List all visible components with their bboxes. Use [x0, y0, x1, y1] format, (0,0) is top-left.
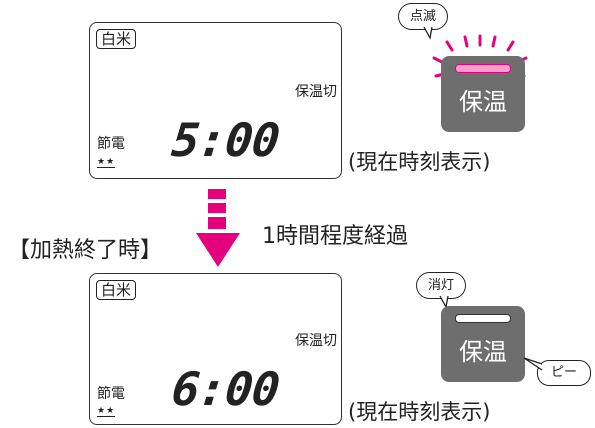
- keep-warm-button-top[interactable]: 保温: [441, 56, 525, 132]
- keep-warm-button-label: 保温: [459, 338, 507, 366]
- rice-mode-indicator: 白米: [96, 280, 137, 300]
- off-callout: 消灯: [416, 272, 466, 299]
- eco-indicator: 節電: [97, 136, 125, 152]
- eco-stars: ★★: [97, 406, 116, 417]
- keep-warm-button-label: 保温: [459, 88, 507, 116]
- keep-warm-off-indicator: 保温切: [295, 333, 337, 349]
- rice-mode-indicator: 白米: [96, 29, 137, 49]
- down-arrow-icon: [196, 189, 240, 267]
- heating-end-label: 【加熱終了時】: [8, 238, 163, 263]
- keep-warm-lamp-off: [455, 314, 511, 323]
- beep-callout: ピー: [537, 360, 591, 386]
- current-time-caption: (現在時刻表示): [348, 400, 491, 424]
- keep-warm-lamp-blinking: [455, 64, 511, 73]
- eco-stars: ★★: [97, 157, 116, 168]
- keep-warm-off-indicator: 保温切: [295, 84, 337, 100]
- eco-indicator: 節電: [97, 386, 125, 402]
- time-display: 5:00: [169, 113, 282, 167]
- lcd-panel-bottom: 白米 保温切 節電 ★★ 6:00: [89, 273, 342, 425]
- blink-callout-text: 点滅: [409, 9, 436, 24]
- time-display: 6:00: [169, 362, 282, 416]
- beep-callout-text: ピー: [550, 365, 577, 380]
- callout-tail-top: [423, 26, 433, 40]
- elapsed-caption: 1時間程度経過: [262, 224, 408, 249]
- keep-warm-button-bottom[interactable]: 保温: [441, 306, 525, 382]
- blink-callout: 点滅: [398, 3, 448, 30]
- off-callout-text: 消灯: [427, 278, 454, 293]
- current-time-caption: (現在時刻表示): [348, 150, 491, 174]
- beep-callout-tail: [523, 357, 543, 371]
- lcd-panel-top: 白米 保温切 節電 ★★ 5:00: [89, 22, 342, 179]
